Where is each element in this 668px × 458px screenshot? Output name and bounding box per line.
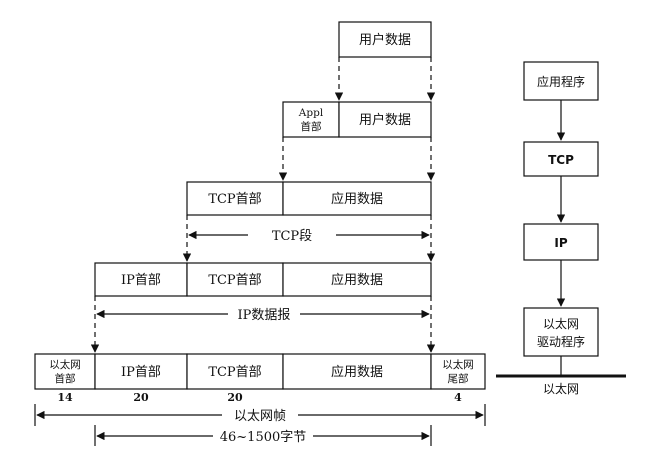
eth-trailer-box [430, 353, 486, 390]
tcp-header-label: TCP首部 [208, 192, 261, 207]
user-data-box-2 [338, 101, 432, 138]
tcp-header-box-2 [186, 262, 284, 297]
stack-application-label: 应用程序 [537, 74, 585, 89]
appl-header-box [282, 101, 340, 138]
tcp-header-label-2: TCP首部 [208, 273, 261, 288]
ip-datagram-label: IP数据报 [238, 308, 291, 323]
tcp-segment-label: TCP段 [272, 229, 312, 244]
stack-tcp-label: TCP [548, 153, 574, 167]
stack-ip-label: IP [554, 236, 567, 250]
user-data-label: 用户数据 [359, 32, 411, 48]
app-data-label-3: 应用数据 [331, 364, 383, 380]
app-data-box [282, 181, 432, 216]
size-eth-header: 14 [57, 391, 73, 404]
app-data-box-2 [282, 262, 432, 297]
stack-driver-label-1: 以太网 [543, 316, 579, 331]
stack-driver-box [523, 307, 599, 357]
tcp-header-box [186, 181, 284, 216]
eth-trailer-label-1: 以太网 [442, 358, 474, 371]
app-data-box-3 [282, 353, 432, 390]
stack-ethernet-label: 以太网 [543, 381, 579, 396]
size-tcp-header: 20 [227, 391, 243, 404]
ip-header-box-2 [94, 353, 188, 390]
eth-trailer-label-2: 尾部 [448, 372, 469, 385]
size-eth-trailer: 4 [454, 391, 462, 404]
app-data-label-2: 应用数据 [331, 272, 383, 288]
size-ip-header: 20 [133, 391, 149, 404]
eth-header-label-2: 首部 [55, 372, 76, 385]
tcp-header-label-3: TCP首部 [208, 365, 261, 380]
stack-tcp-box [523, 141, 599, 177]
ip-header-label: IP首部 [121, 273, 161, 288]
eth-header-label-1: 以太网 [49, 358, 81, 371]
payload-size-label: 46~1500字节 [220, 430, 307, 445]
app-data-label: 应用数据 [331, 191, 383, 207]
ip-header-label-2: IP首部 [121, 365, 161, 380]
user-data-box [338, 21, 432, 58]
appl-header-label-1: Appl [298, 107, 324, 119]
appl-header-label-2: 首部 [301, 120, 322, 133]
stack-ip-box [523, 223, 599, 261]
eth-frame-label: 以太网帧 [234, 409, 286, 424]
stack-driver-label-2: 驱动程序 [537, 334, 585, 349]
ip-header-box [94, 262, 188, 297]
user-data-label-2: 用户数据 [359, 112, 411, 128]
stack-application-box [523, 61, 599, 101]
tcp-header-box-3 [186, 353, 284, 390]
